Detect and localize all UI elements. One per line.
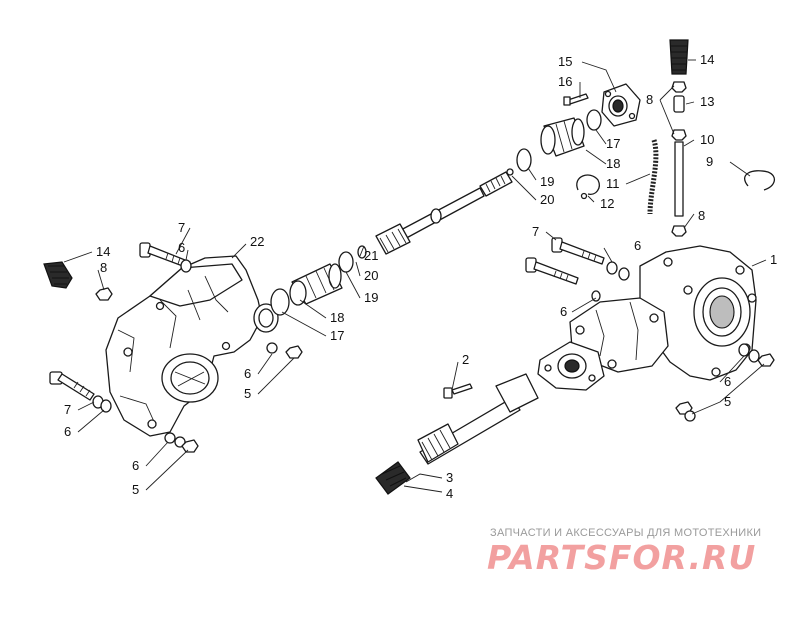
center-drive-shaft <box>375 171 513 255</box>
input-shaft-boot <box>375 461 411 495</box>
callout-20-left: 20 <box>364 268 378 283</box>
right-side-nut <box>757 353 775 367</box>
left-inner-clamp <box>338 251 354 273</box>
input-shaft <box>417 373 539 465</box>
right-cv-boot <box>540 117 585 157</box>
callout-15: 15 <box>558 54 572 69</box>
vent-upper-nut <box>671 81 687 93</box>
left-boot-clamp <box>270 288 290 316</box>
right-upper-washer <box>606 261 618 275</box>
callout-14-left: 14 <box>96 244 110 259</box>
callout-8-left: 8 <box>100 260 107 275</box>
callout-12: 12 <box>600 196 614 211</box>
callout-17-left: 17 <box>330 328 344 343</box>
left-cv-boot <box>289 263 343 306</box>
callout-4: 4 <box>446 486 453 501</box>
retaining-ring <box>744 170 775 191</box>
callout-7-left-upper: 7 <box>178 220 185 235</box>
right-upper-bolt <box>551 237 605 265</box>
watermark-caption: ЗАПЧАСТИ И АКСЕССУАРЫ ДЛЯ МОТОТЕХНИКИ <box>490 527 762 539</box>
right-upper-washer-b <box>618 267 630 281</box>
left-upper-bolt <box>139 242 191 269</box>
callout-20-right: 20 <box>540 192 554 207</box>
callout-5-left-side: 5 <box>244 386 251 401</box>
callout-18-left: 18 <box>330 310 344 325</box>
cover-bolt <box>563 93 589 106</box>
left-side-washer <box>266 342 278 354</box>
callout-5-left-bottom: 5 <box>132 482 139 497</box>
left-bottom-washer-b <box>174 436 186 448</box>
left-bottom-washer-a <box>164 432 176 444</box>
callout-17-right: 17 <box>606 136 620 151</box>
circlip-eye <box>580 192 588 200</box>
input-flange <box>537 341 605 391</box>
center-shaft-ball <box>506 168 514 176</box>
callout-6-left-lower: 6 <box>64 424 71 439</box>
callout-3: 3 <box>446 470 453 485</box>
right-gearcase-housing <box>639 245 757 381</box>
callout-13: 13 <box>700 94 714 109</box>
callout-6-right-side: 6 <box>724 374 731 389</box>
left-side-nut <box>285 345 303 359</box>
output-cover <box>601 83 641 127</box>
callout-6-left-bottom: 6 <box>132 458 139 473</box>
callout-9: 9 <box>706 154 713 169</box>
callout-19-right: 19 <box>540 174 554 189</box>
callout-numbers: 15 16 14 8 13 10 9 17 18 11 19 20 12 8 1… <box>64 52 777 501</box>
right-middle-bolt <box>525 257 579 285</box>
vent-hose <box>647 139 659 215</box>
callout-1: 1 <box>770 252 777 267</box>
right-bottom-washer <box>684 410 696 422</box>
vent-fitting <box>673 95 685 113</box>
callout-14-right: 14 <box>700 52 714 67</box>
right-boot-clamp <box>516 148 532 172</box>
callout-22: 22 <box>250 234 264 249</box>
callout-19-left: 19 <box>364 290 378 305</box>
left-upper-washer <box>180 259 192 273</box>
left-vent-boot <box>43 261 73 289</box>
left-lower-bolt <box>49 371 95 401</box>
left-lower-washer-b <box>100 399 112 413</box>
right-outer-clamp <box>586 109 602 131</box>
vent-tube <box>674 141 684 217</box>
left-gearcase-housing <box>105 255 279 437</box>
callout-6-right-middle: 6 <box>560 304 567 319</box>
right-middle-washer <box>591 290 601 302</box>
callout-6-left-upper: 6 <box>178 240 185 255</box>
callout-10: 10 <box>700 132 714 147</box>
callout-11: 11 <box>606 176 620 191</box>
retaining-circlip <box>576 174 600 195</box>
callout-6-left-side: 6 <box>244 366 251 381</box>
callout-7-right: 7 <box>532 224 539 239</box>
vent-middle-nut <box>671 129 687 141</box>
callout-8-vent: 8 <box>698 208 705 223</box>
watermark-logo: PARTSFOR.RU <box>487 538 757 577</box>
right-vent-boot <box>669 39 689 75</box>
vent-lower-nut <box>671 225 687 237</box>
callout-2: 2 <box>462 352 469 367</box>
right-side-washer-a <box>738 343 750 357</box>
callout-5-right-side: 5 <box>724 394 731 409</box>
leader-lines <box>63 59 767 493</box>
flange-bolt <box>443 383 473 399</box>
callout-6-right-upper: 6 <box>634 238 641 253</box>
callout-8-top: 8 <box>646 92 653 107</box>
callout-21: 21 <box>364 248 378 263</box>
left-bottom-nut <box>181 439 199 453</box>
callout-7-left-lower: 7 <box>64 402 71 417</box>
callout-16: 16 <box>558 74 572 89</box>
left-vent-nut <box>95 287 113 301</box>
right-side-washer-b <box>748 349 760 363</box>
callout-18-right: 18 <box>606 156 620 171</box>
